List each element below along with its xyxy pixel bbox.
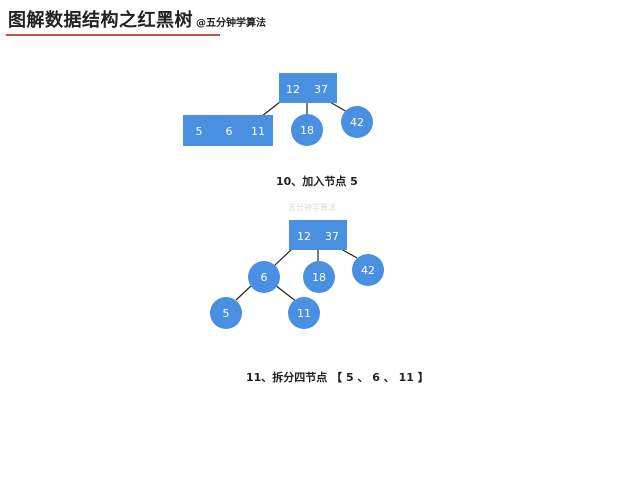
- d2-right-child-node: [352, 254, 384, 286]
- d2-mid-child-node: [303, 261, 335, 293]
- d1-root-key-1: 12: [286, 83, 300, 96]
- header-underline: [6, 34, 220, 36]
- d2-grandchild-left-key: 5: [223, 307, 230, 320]
- d2-grandchild-right-key: 11: [297, 307, 311, 320]
- d2-root-key-2: 37: [325, 230, 339, 243]
- edge-six-five: [235, 284, 253, 301]
- edge-root-right-2: [340, 248, 358, 259]
- d1-root-node: [279, 73, 337, 103]
- page-subtitle: @五分钟学算法: [196, 18, 266, 29]
- d1-right-child-node: [341, 106, 373, 138]
- d1-mid-child-node: [291, 114, 323, 146]
- d1-left-key-2: 6: [226, 125, 233, 138]
- diagram1-edges: [261, 101, 348, 117]
- edge-root-left-2: [273, 248, 293, 267]
- d1-left-node: [183, 115, 273, 146]
- diagram2-nodes: 12 37 6 18 42 5 11: [210, 220, 384, 329]
- diagram2-edges: [235, 248, 358, 303]
- watermark: 五分钟学算法: [288, 203, 336, 212]
- edge-root-left: [261, 101, 281, 117]
- page-title: 图解数据结构之红黑树: [8, 10, 193, 31]
- d1-mid-child-key: 18: [300, 124, 314, 137]
- d2-left-child-key: 6: [261, 271, 268, 284]
- d2-right-child-key: 42: [361, 264, 375, 277]
- d1-root-key-2: 37: [314, 83, 328, 96]
- diagram1-nodes: 12 37 5 6 11 18 42: [183, 73, 373, 146]
- d2-root-key-1: 12: [297, 230, 311, 243]
- d1-left-key-3: 11: [251, 125, 265, 138]
- d2-root-node: [289, 220, 347, 250]
- d1-right-child-key: 42: [350, 116, 364, 129]
- d2-left-child-node: [248, 261, 280, 293]
- header: 图解数据结构之红黑树 @五分钟学算法: [8, 6, 266, 32]
- d2-grandchild-right-node: [288, 297, 320, 329]
- diagram2-caption: 11、拆分四节点 【 5 、 6 、 11 】: [246, 371, 429, 384]
- d2-grandchild-left-node: [210, 297, 242, 329]
- edge-root-right: [329, 101, 348, 113]
- diagram1-caption: 10、加入节点 5: [276, 175, 358, 188]
- d1-left-key-1: 5: [196, 125, 203, 138]
- d2-mid-child-key: 18: [312, 271, 326, 284]
- edge-six-eleven: [274, 284, 298, 303]
